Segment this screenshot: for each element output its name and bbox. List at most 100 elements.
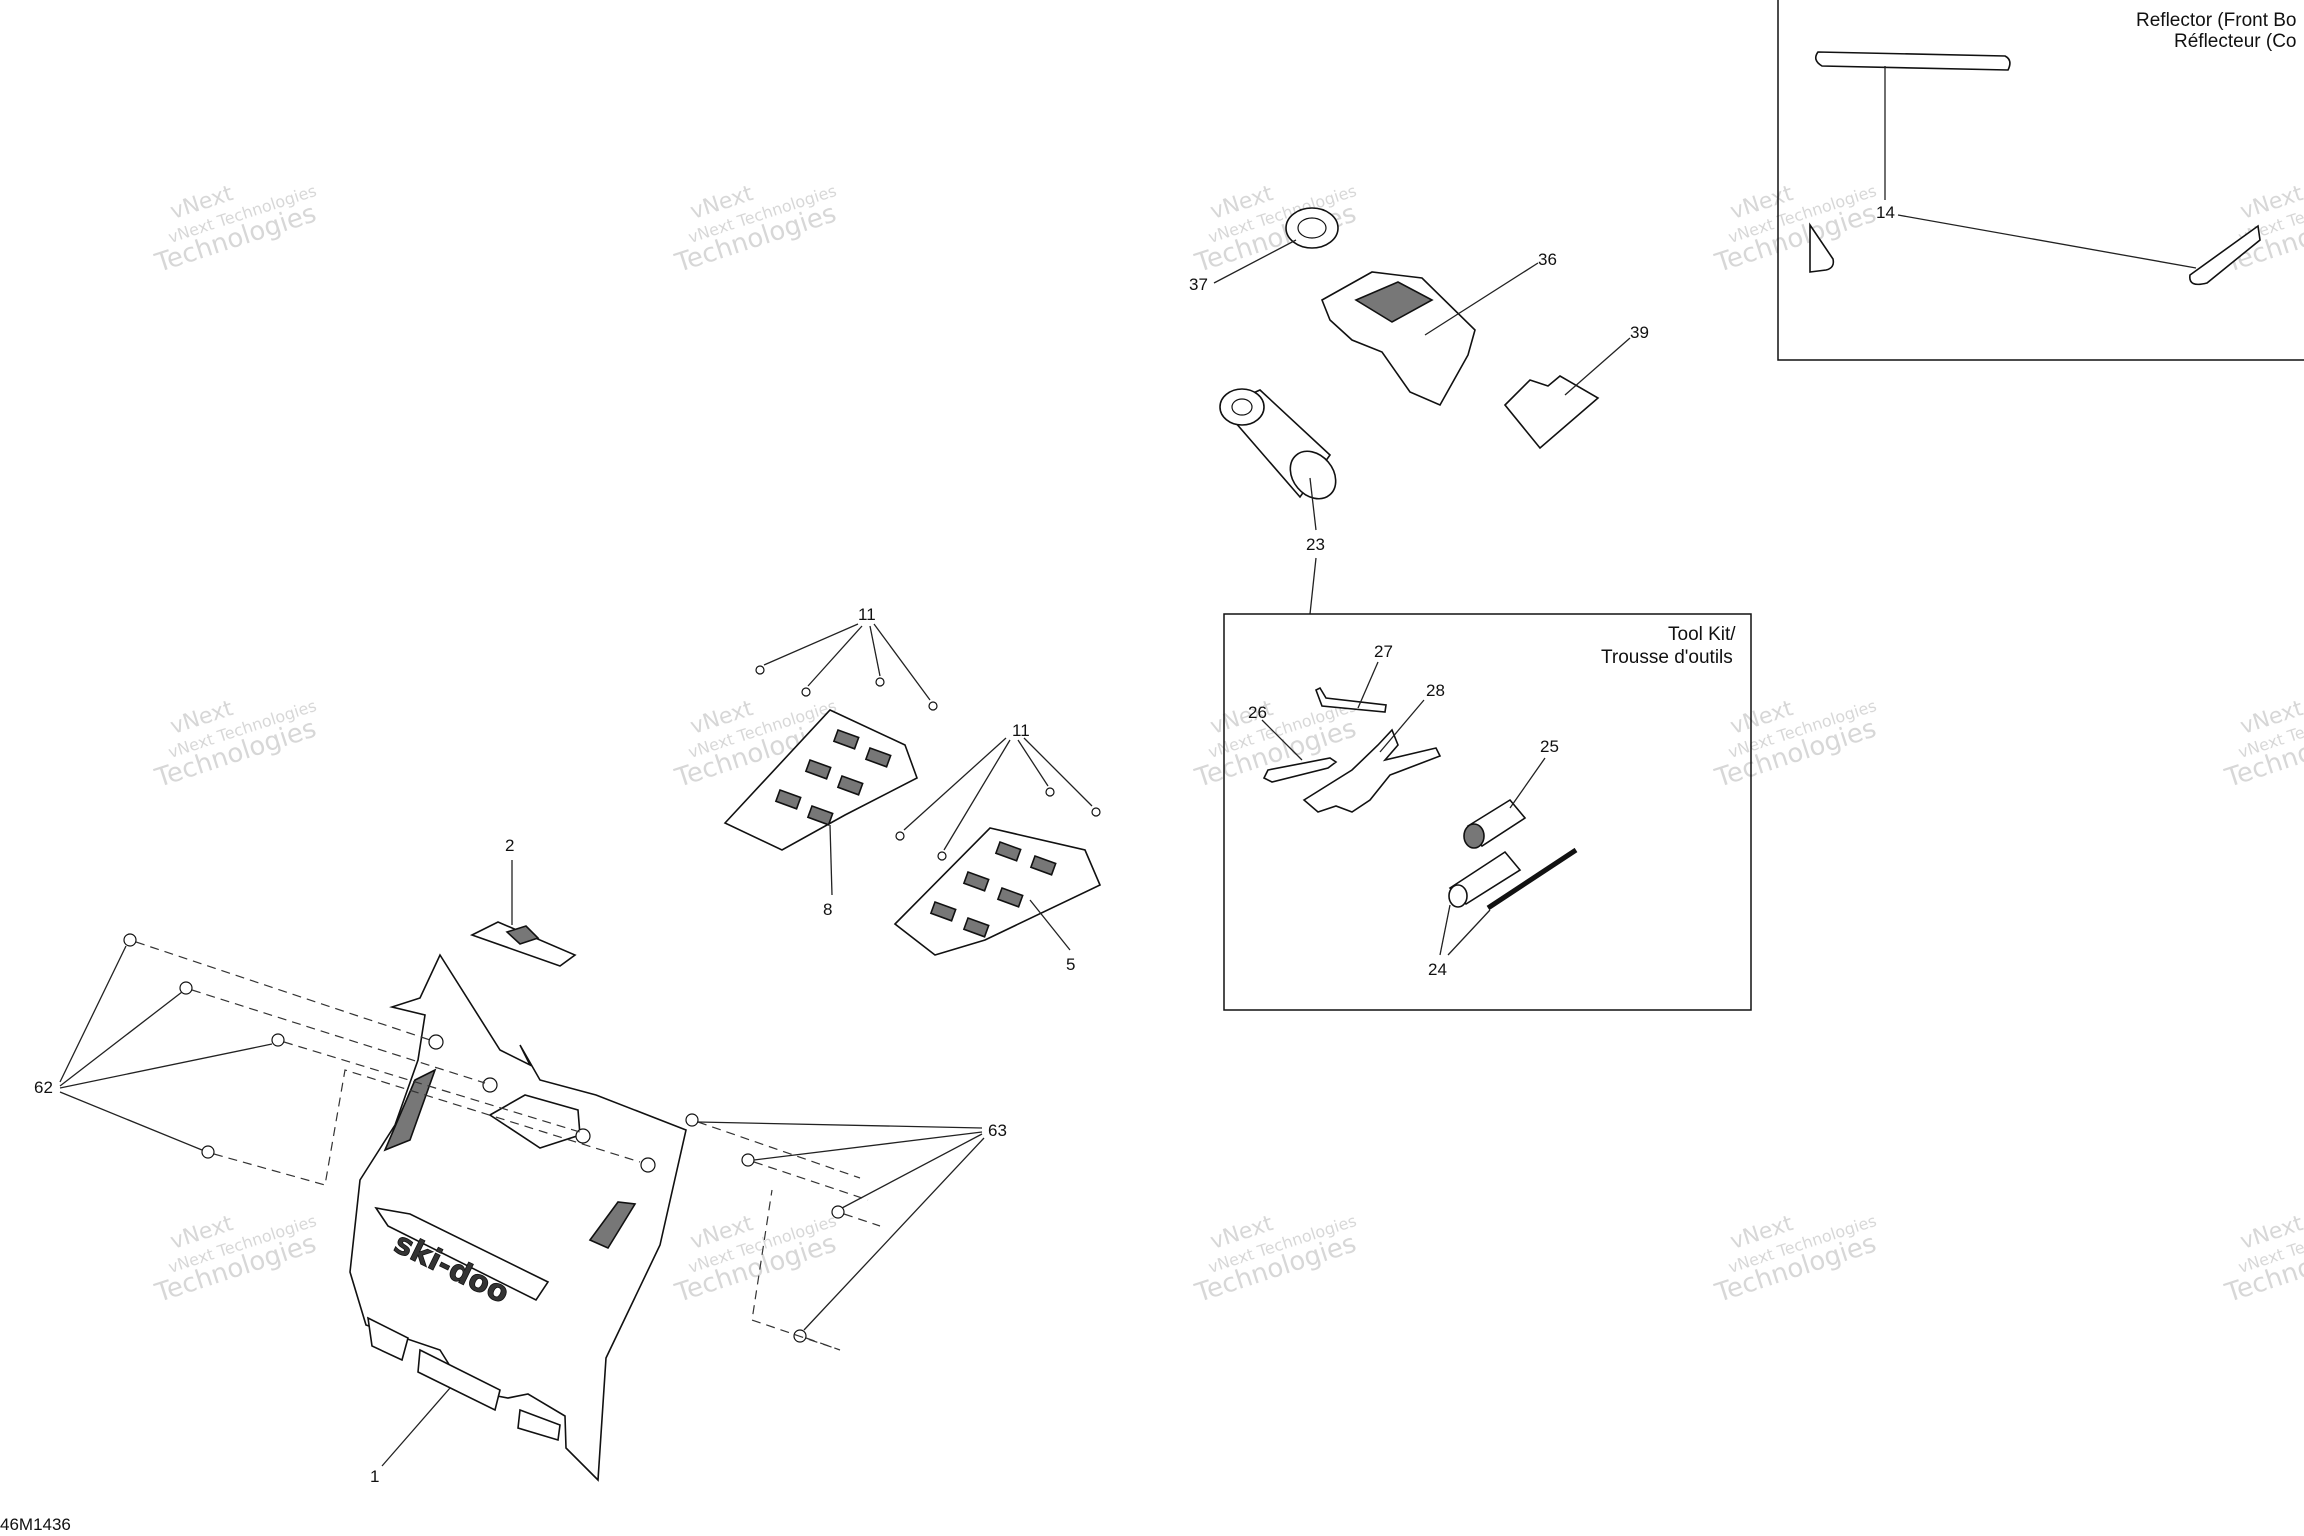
rivet-icon: [831, 1205, 845, 1219]
hood-hole: [575, 1128, 591, 1144]
watermark: vNext vNext Technologies Technologies: [1711, 181, 1880, 279]
reflector-right-part: [2189, 224, 2261, 286]
screw-icon: [1045, 787, 1055, 797]
leader-8: [829, 824, 833, 896]
rivet-icon: [271, 1033, 285, 1047]
callout-2: 2: [505, 836, 514, 855]
footrest-left-slots: [774, 728, 892, 826]
leader-63-3: [841, 1133, 983, 1209]
rivet-icon: [123, 933, 137, 947]
reflector-side-part: [1809, 222, 1835, 273]
screw-icon: [895, 831, 905, 841]
screws-upper: [755, 665, 938, 711]
tool-kit-box: Tool Kit/ Trousse d'outils 27 26 28 25 2…: [1223, 613, 1752, 1011]
callout-1: 1: [370, 1467, 379, 1486]
hood-grille-left: [366, 1316, 409, 1362]
watermark: vNext vNext Technologies Technologies: [1711, 696, 1880, 794]
rivet-icon: [741, 1153, 755, 1167]
leader-11a-2: [807, 625, 863, 687]
leader-36: [1424, 262, 1539, 336]
rivet-icon: [685, 1113, 699, 1127]
dash-63-1: [697, 1121, 861, 1179]
dash-63-3: [843, 1213, 881, 1227]
callout-24: 24: [1428, 960, 1447, 979]
screw-icon: [1091, 807, 1101, 817]
callout-14: 14: [1876, 203, 1895, 222]
leader-11b-2: [943, 739, 1011, 851]
callout-37: 37: [1189, 275, 1208, 294]
screwdriver-end: [1448, 884, 1468, 908]
holder-bracket-face: [1354, 281, 1434, 323]
leader-11a-4: [873, 623, 931, 701]
screw-icon: [928, 701, 938, 711]
callout-27: 27: [1374, 642, 1393, 661]
socket-end: [1463, 823, 1485, 849]
dash-62-1: [135, 941, 431, 1041]
leader-1: [381, 1387, 451, 1467]
leader-62-1: [59, 945, 127, 1083]
callout-26: 26: [1248, 703, 1267, 722]
screw-icon: [937, 851, 947, 861]
callout-8: 8: [823, 900, 832, 919]
fasteners-62: [123, 933, 285, 1159]
dash-63-4: [751, 1189, 841, 1351]
rivet-icon: [179, 981, 193, 995]
tool-kit-title-en: Tool Kit/: [1668, 624, 1736, 645]
cylinder-end-inner: [1231, 398, 1253, 416]
leader-11a-3: [869, 625, 881, 677]
hood-grille-right: [517, 1408, 561, 1442]
reflector-box: Reflector (Front Bo Réflecteur (Co 14: [1777, 0, 2304, 361]
fasteners-63: [685, 1113, 845, 1343]
leader-11b-4: [1023, 737, 1093, 807]
watermark: vNext vNext Technologies Technologies: [2221, 1211, 2304, 1309]
dash-63-2: [753, 1161, 869, 1201]
reflector-box-title-fr: Réflecteur (Co: [2174, 31, 2297, 52]
leader-26: [1261, 719, 1303, 761]
clamp-ring-inner: [1297, 217, 1327, 239]
leader-28: [1379, 699, 1425, 753]
leader-62-3: [59, 1043, 273, 1089]
drawing-code: 46M1436: [0, 1515, 71, 1534]
leader-23-box: [1309, 557, 1317, 615]
callout-62: 62: [34, 1078, 53, 1097]
leader-11a-1: [763, 623, 859, 666]
hood-vent-left: [383, 1068, 437, 1152]
hood-assembly: 2 ski-doo 1: [34, 836, 1007, 1486]
leader-63-4: [803, 1137, 985, 1331]
leader-37: [1213, 239, 1297, 284]
watermark: vNext vNext Technologies Technologies: [671, 181, 840, 279]
leader-27: [1357, 661, 1379, 709]
holder-bracket-part: [1320, 271, 1476, 407]
hood-window: [488, 1094, 581, 1149]
spanner-tool-part: [1302, 728, 1442, 813]
reflector-box-border: [1777, 0, 2304, 361]
screw-icon: [801, 687, 811, 697]
footrest-right-part: [893, 827, 1102, 956]
footrest-left-part: [723, 709, 918, 851]
leader-25: [1509, 757, 1546, 809]
dash-62-4: [213, 1069, 641, 1186]
wrench-part: [1262, 757, 1338, 783]
leader-62-2: [59, 991, 183, 1087]
screw-icon: [755, 665, 765, 675]
storage-parts: 37 36 39 23: [1189, 207, 1649, 615]
leader-14-right: [1897, 214, 2197, 269]
leader-63-2: [753, 1131, 983, 1161]
leader-5: [1029, 899, 1071, 951]
tool-kit-box-border: [1223, 613, 1752, 1011]
watermark: vNext vNext Technologies Technologies: [1711, 1211, 1880, 1309]
callout-11-lower: 11: [1012, 721, 1030, 740]
cylinder-far-end: [1289, 450, 1337, 500]
callout-39: 39: [1630, 323, 1649, 342]
emblem-inner: [505, 925, 540, 945]
leader-24-a: [1439, 904, 1451, 956]
dash-62-2: [191, 989, 486, 1084]
watermark: vNext vNext Technologies Technologies: [671, 1211, 840, 1309]
hood-grille-center: [417, 1348, 501, 1412]
hood-hole: [428, 1034, 444, 1050]
emblem-part: [469, 921, 577, 967]
screwdriver-shaft-part: [1486, 847, 1578, 911]
watermark: vNext vNext Technologies Technologies: [1191, 1211, 1360, 1309]
leader-63-1: [697, 1121, 983, 1129]
